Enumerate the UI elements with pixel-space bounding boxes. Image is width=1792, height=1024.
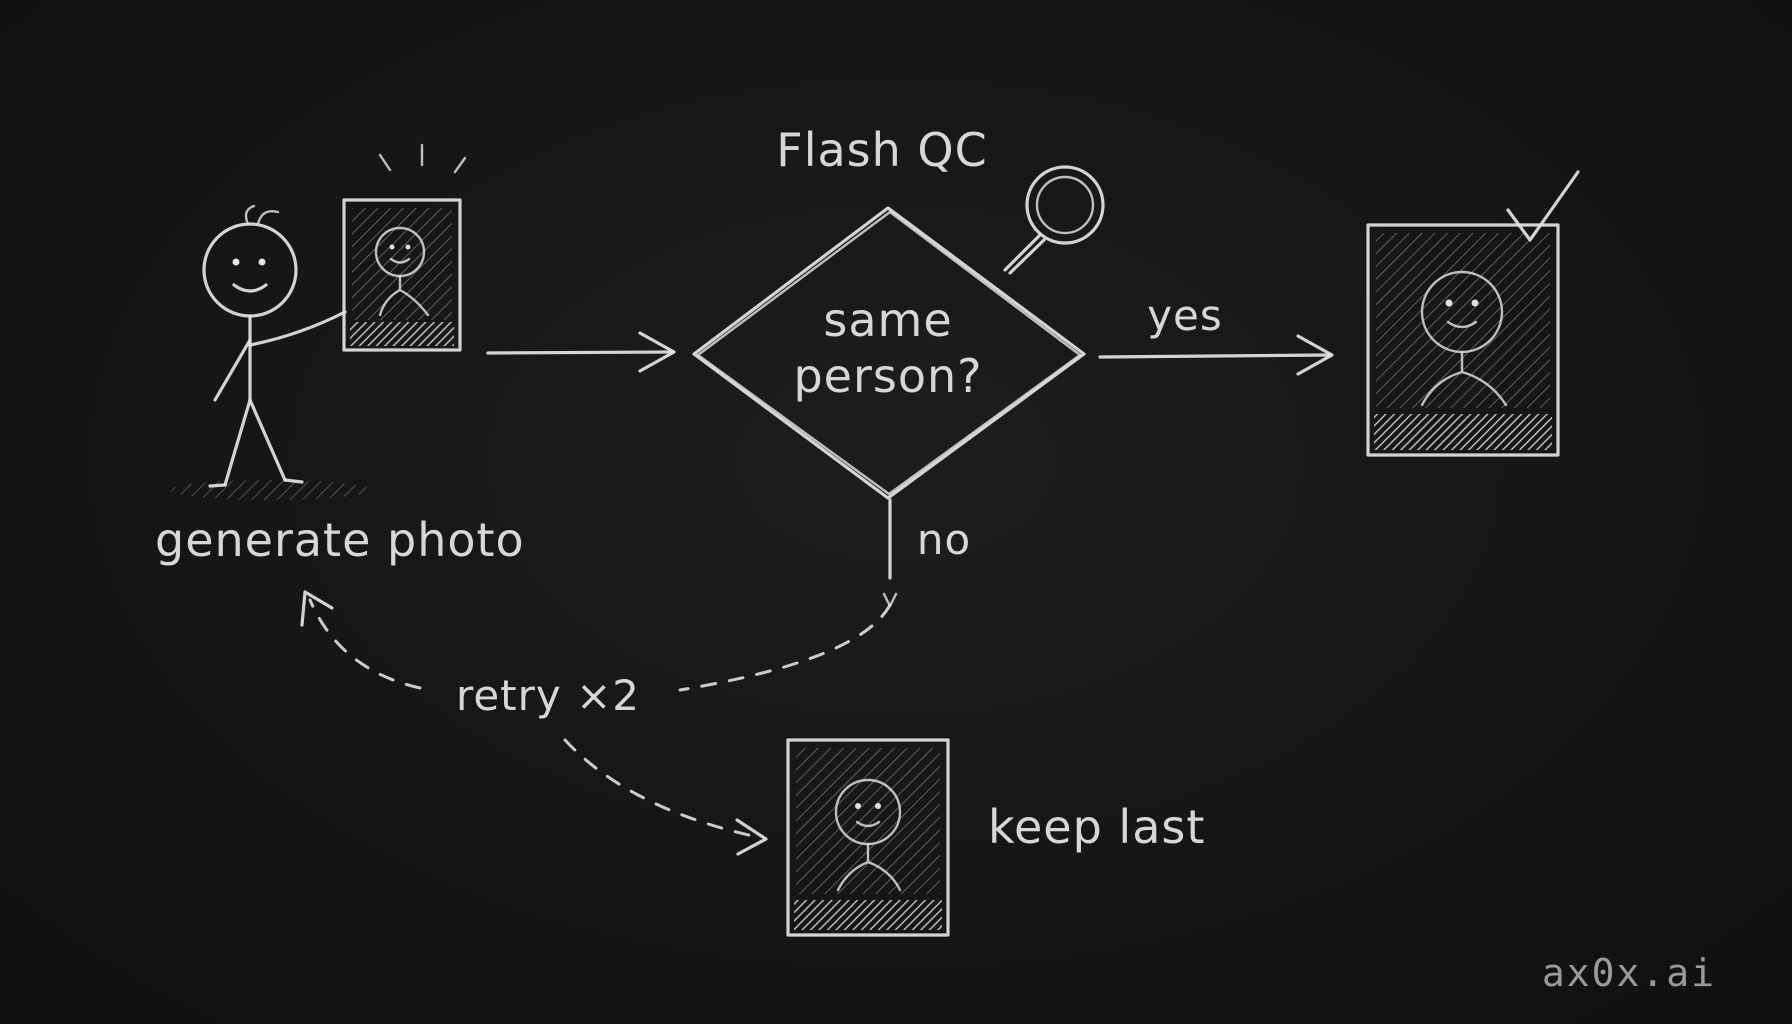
- watermark: ax0x.ai: [1542, 951, 1716, 995]
- arrow-to-decision: [486, 331, 676, 373]
- retry-loop-arrow: [300, 590, 892, 692]
- start-label: generate photo: [155, 513, 525, 567]
- decision-question-line1: same: [823, 293, 952, 347]
- checkmark-icon: [1506, 170, 1580, 242]
- decision-title: Flash QC: [776, 123, 988, 177]
- arrow-no: [882, 498, 898, 608]
- decision-diamond: [692, 206, 1086, 500]
- fallback-photo-icon: [786, 738, 950, 937]
- yes-label: yes: [1147, 291, 1223, 340]
- no-label: no: [917, 515, 971, 564]
- retry-label: retry ×2: [456, 671, 640, 720]
- fallback-arrow: [563, 738, 768, 856]
- fallback-label: keep last: [988, 800, 1205, 854]
- photo-frame-icon: [342, 143, 467, 352]
- stick-figure-icon: [170, 204, 370, 500]
- arrow-yes: [1098, 334, 1334, 376]
- approved-photo-icon: [1366, 223, 1560, 457]
- magnifier-icon: [1003, 165, 1105, 275]
- decision-question-line2: person?: [793, 349, 982, 403]
